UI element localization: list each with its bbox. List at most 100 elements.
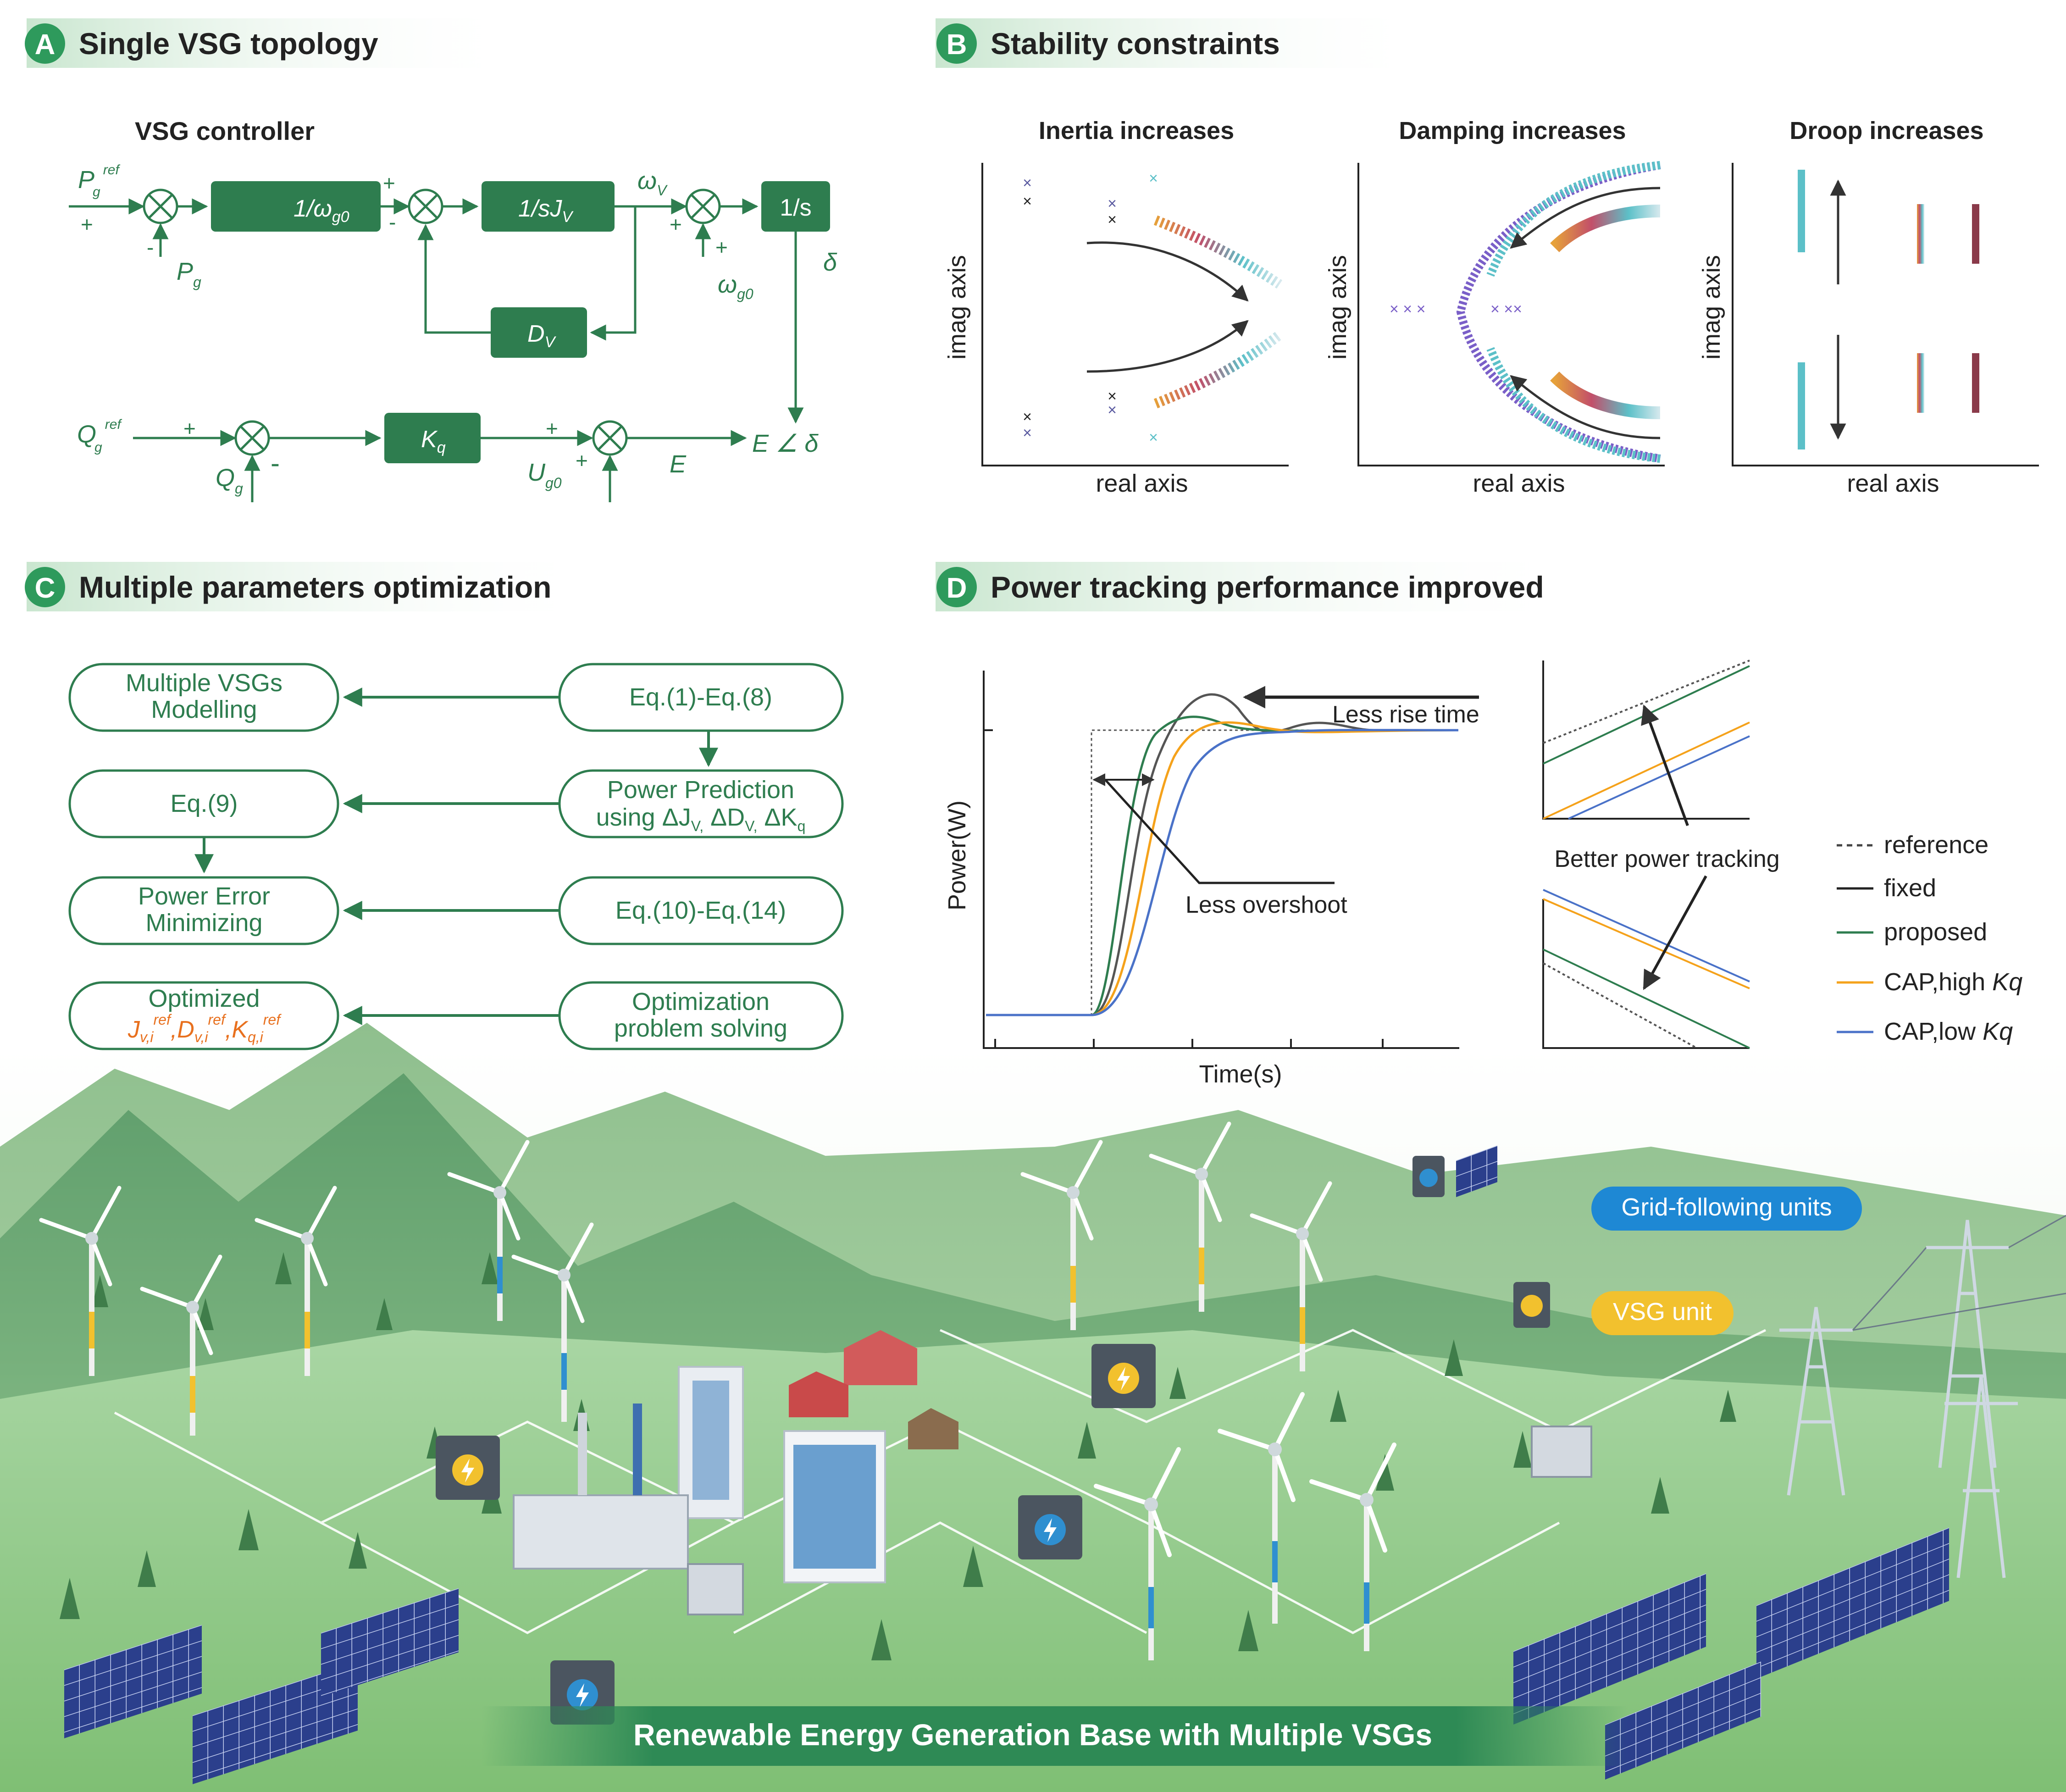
flow-box-error-min: [68, 876, 339, 945]
curve-reference: [986, 729, 1458, 1016]
eig-marker: ×: [1149, 429, 1158, 446]
panel-b-title: Stability constraints: [991, 27, 1280, 61]
svg-text:-: -: [147, 235, 154, 259]
svg-text:+: +: [183, 416, 196, 440]
svg-text:-: -: [389, 210, 396, 234]
eig-marker: ×: [1023, 174, 1032, 192]
damping-real-markers-2: × ××: [1490, 300, 1522, 318]
tracking-annotation: Better power tracking: [1554, 846, 1779, 872]
block-inv-sj: [482, 181, 615, 232]
legend-reference: reference: [1884, 831, 1988, 859]
svg-text:E ∠ δ: E ∠ δ: [752, 430, 819, 457]
eig-marker: ×: [1023, 408, 1032, 426]
damping-xlabel: real axis: [1473, 470, 1565, 497]
svg-text:Optimization: Optimization: [632, 988, 770, 1015]
droop-cluster: [1917, 353, 1924, 413]
svg-text:Pgref: Pgref: [78, 162, 120, 200]
optimized-params: Jv,iref,Dv,iref,Kq,iref: [127, 1011, 282, 1045]
svg-text:-: -: [271, 448, 280, 478]
curve-proposed: [986, 716, 1459, 1016]
droop-ylabel: imag axis: [1698, 255, 1725, 360]
damping-arrow-upper: [1510, 187, 1661, 249]
svg-text:ωg0: ωg0: [718, 271, 753, 302]
droop-cluster: [1798, 362, 1805, 449]
svg-text:Eq.(1)-Eq.(8): Eq.(1)-Eq.(8): [629, 683, 772, 711]
damping-real-markers: × × ×: [1390, 300, 1425, 318]
svg-text:Ug0: Ug0: [527, 459, 562, 491]
droop-xlabel: real axis: [1847, 470, 1939, 497]
svg-text:Eq.(9): Eq.(9): [170, 790, 238, 817]
svg-text:+: +: [81, 212, 93, 236]
legend-fixed: fixed: [1884, 874, 1936, 902]
eig-marker: ×: [1023, 424, 1032, 442]
damping-band-upper: [1550, 205, 1661, 253]
svg-text:+: +: [670, 212, 682, 236]
panel-c-letter: C: [35, 572, 55, 604]
eig-marker: ×: [1149, 170, 1158, 187]
svg-text:E: E: [670, 450, 687, 478]
droop-cluster: [1972, 204, 1979, 264]
inertia-arrow-lower: [1086, 320, 1249, 373]
panel-b-letter: B: [947, 29, 967, 61]
grid-following-pill: [1591, 1187, 1862, 1231]
legend-proposed: proposed: [1884, 918, 1987, 946]
grid-following-label: Grid-following units: [1621, 1193, 1832, 1221]
droop-cluster: [1798, 170, 1805, 252]
svg-text:+: +: [383, 171, 395, 195]
landscape-title: Renewable Energy Generation Base with Mu…: [633, 1718, 1432, 1752]
inertia-xlabel: real axis: [1096, 470, 1188, 497]
svg-text:problem solving: problem solving: [614, 1015, 787, 1042]
rise-annotation: Less rise time: [1332, 701, 1479, 728]
curve-cap-low: [986, 729, 1459, 1016]
panel-c-header: C Multiple parameters optimization: [25, 562, 600, 611]
vsg-unit-label: VSG unit: [1613, 1298, 1712, 1326]
flow-box-optimized: [68, 981, 339, 1050]
panel-d-letter: D: [947, 572, 967, 604]
svg-text:Optimized: Optimized: [148, 985, 260, 1012]
eig-marker: ×: [1108, 211, 1117, 228]
svg-text:Minimizing: Minimizing: [145, 909, 262, 937]
overshoot-annotation: Less overshoot: [1185, 892, 1347, 918]
legend-cap-high: CAP,high Kq: [1884, 968, 2022, 996]
buildings: [513, 1330, 1592, 1615]
panel-d-header: D Power tracking performance improved: [936, 562, 1578, 611]
svg-text:Power Error: Power Error: [138, 882, 270, 910]
inertia-locus-upper: [1153, 215, 1283, 289]
svg-text:Kq: Kq: [421, 426, 446, 456]
panel-b-header: B Stability constraints: [936, 18, 1426, 68]
svg-text:Multiple VSGs: Multiple VSGs: [126, 669, 282, 697]
svg-text:ωV: ωV: [637, 167, 668, 199]
svg-text:1/sJV: 1/sJV: [518, 195, 574, 226]
svg-text:δ: δ: [823, 249, 837, 276]
vsg-controller-label: VSG controller: [135, 117, 315, 145]
inertia-arrow-upper: [1086, 241, 1249, 302]
power-legend: reference fixed proposed CAP,high Kq CAP…: [1837, 831, 2022, 1045]
panel-d-title: Power tracking performance improved: [991, 570, 1544, 604]
prediction-params: using ΔJV, ΔDV, ΔKq: [596, 804, 806, 834]
landscape-illustration: Grid-following units VSG unit Renewable …: [0, 1023, 2066, 1792]
panel-a-letter: A: [35, 29, 55, 61]
damping-locus-outer: [1456, 161, 1661, 463]
curve-fixed: [986, 693, 1458, 1016]
svg-text:+: +: [715, 235, 728, 259]
svg-text:+: +: [546, 416, 558, 440]
curve-cap-high: [986, 721, 1459, 1016]
damping-locus-cyan-lower: [1486, 347, 1661, 463]
power-axes: [983, 671, 1459, 1049]
legend-cap-low: CAP,low Kq: [1884, 1018, 2013, 1045]
svg-text:Eq.(10)-Eq.(14): Eq.(10)-Eq.(14): [615, 897, 786, 924]
damping-band-lower: [1550, 371, 1661, 419]
eig-marker: ×: [1023, 193, 1032, 210]
svg-text:Pg: Pg: [177, 258, 201, 290]
svg-text:Power Prediction: Power Prediction: [607, 776, 794, 804]
droop-title: Droop increases: [1789, 117, 1983, 144]
grid-lines: [114, 1329, 1767, 1634]
power-tracking-chart: Power(W) Time(s) Less rise time Less ove…: [943, 660, 2022, 1088]
wind-turbines: [39, 1121, 1396, 1660]
damping-locus-cyan-upper: [1486, 161, 1661, 277]
svg-text:Qgref: Qgref: [77, 417, 122, 455]
svg-text:Qg: Qg: [216, 464, 243, 497]
flow-box-modelling: [68, 663, 339, 732]
svg-text:DV: DV: [527, 321, 557, 351]
